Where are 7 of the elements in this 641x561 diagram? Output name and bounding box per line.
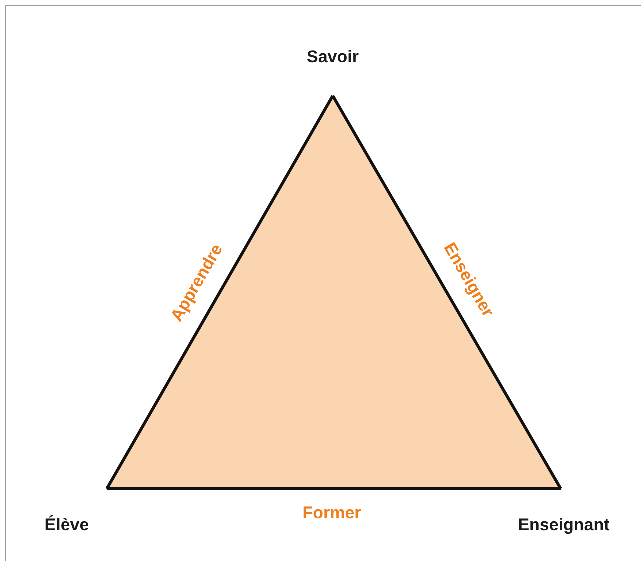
edge-label: Former: [302, 502, 362, 524]
triangle-side: [106, 95, 334, 490]
vertex-label: Élève: [44, 514, 90, 536]
vertex-label: Savoir: [307, 46, 359, 68]
triangle-side: [107, 488, 561, 490]
triangle-side: [332, 95, 562, 490]
vertex-label: Enseignant: [518, 514, 610, 536]
